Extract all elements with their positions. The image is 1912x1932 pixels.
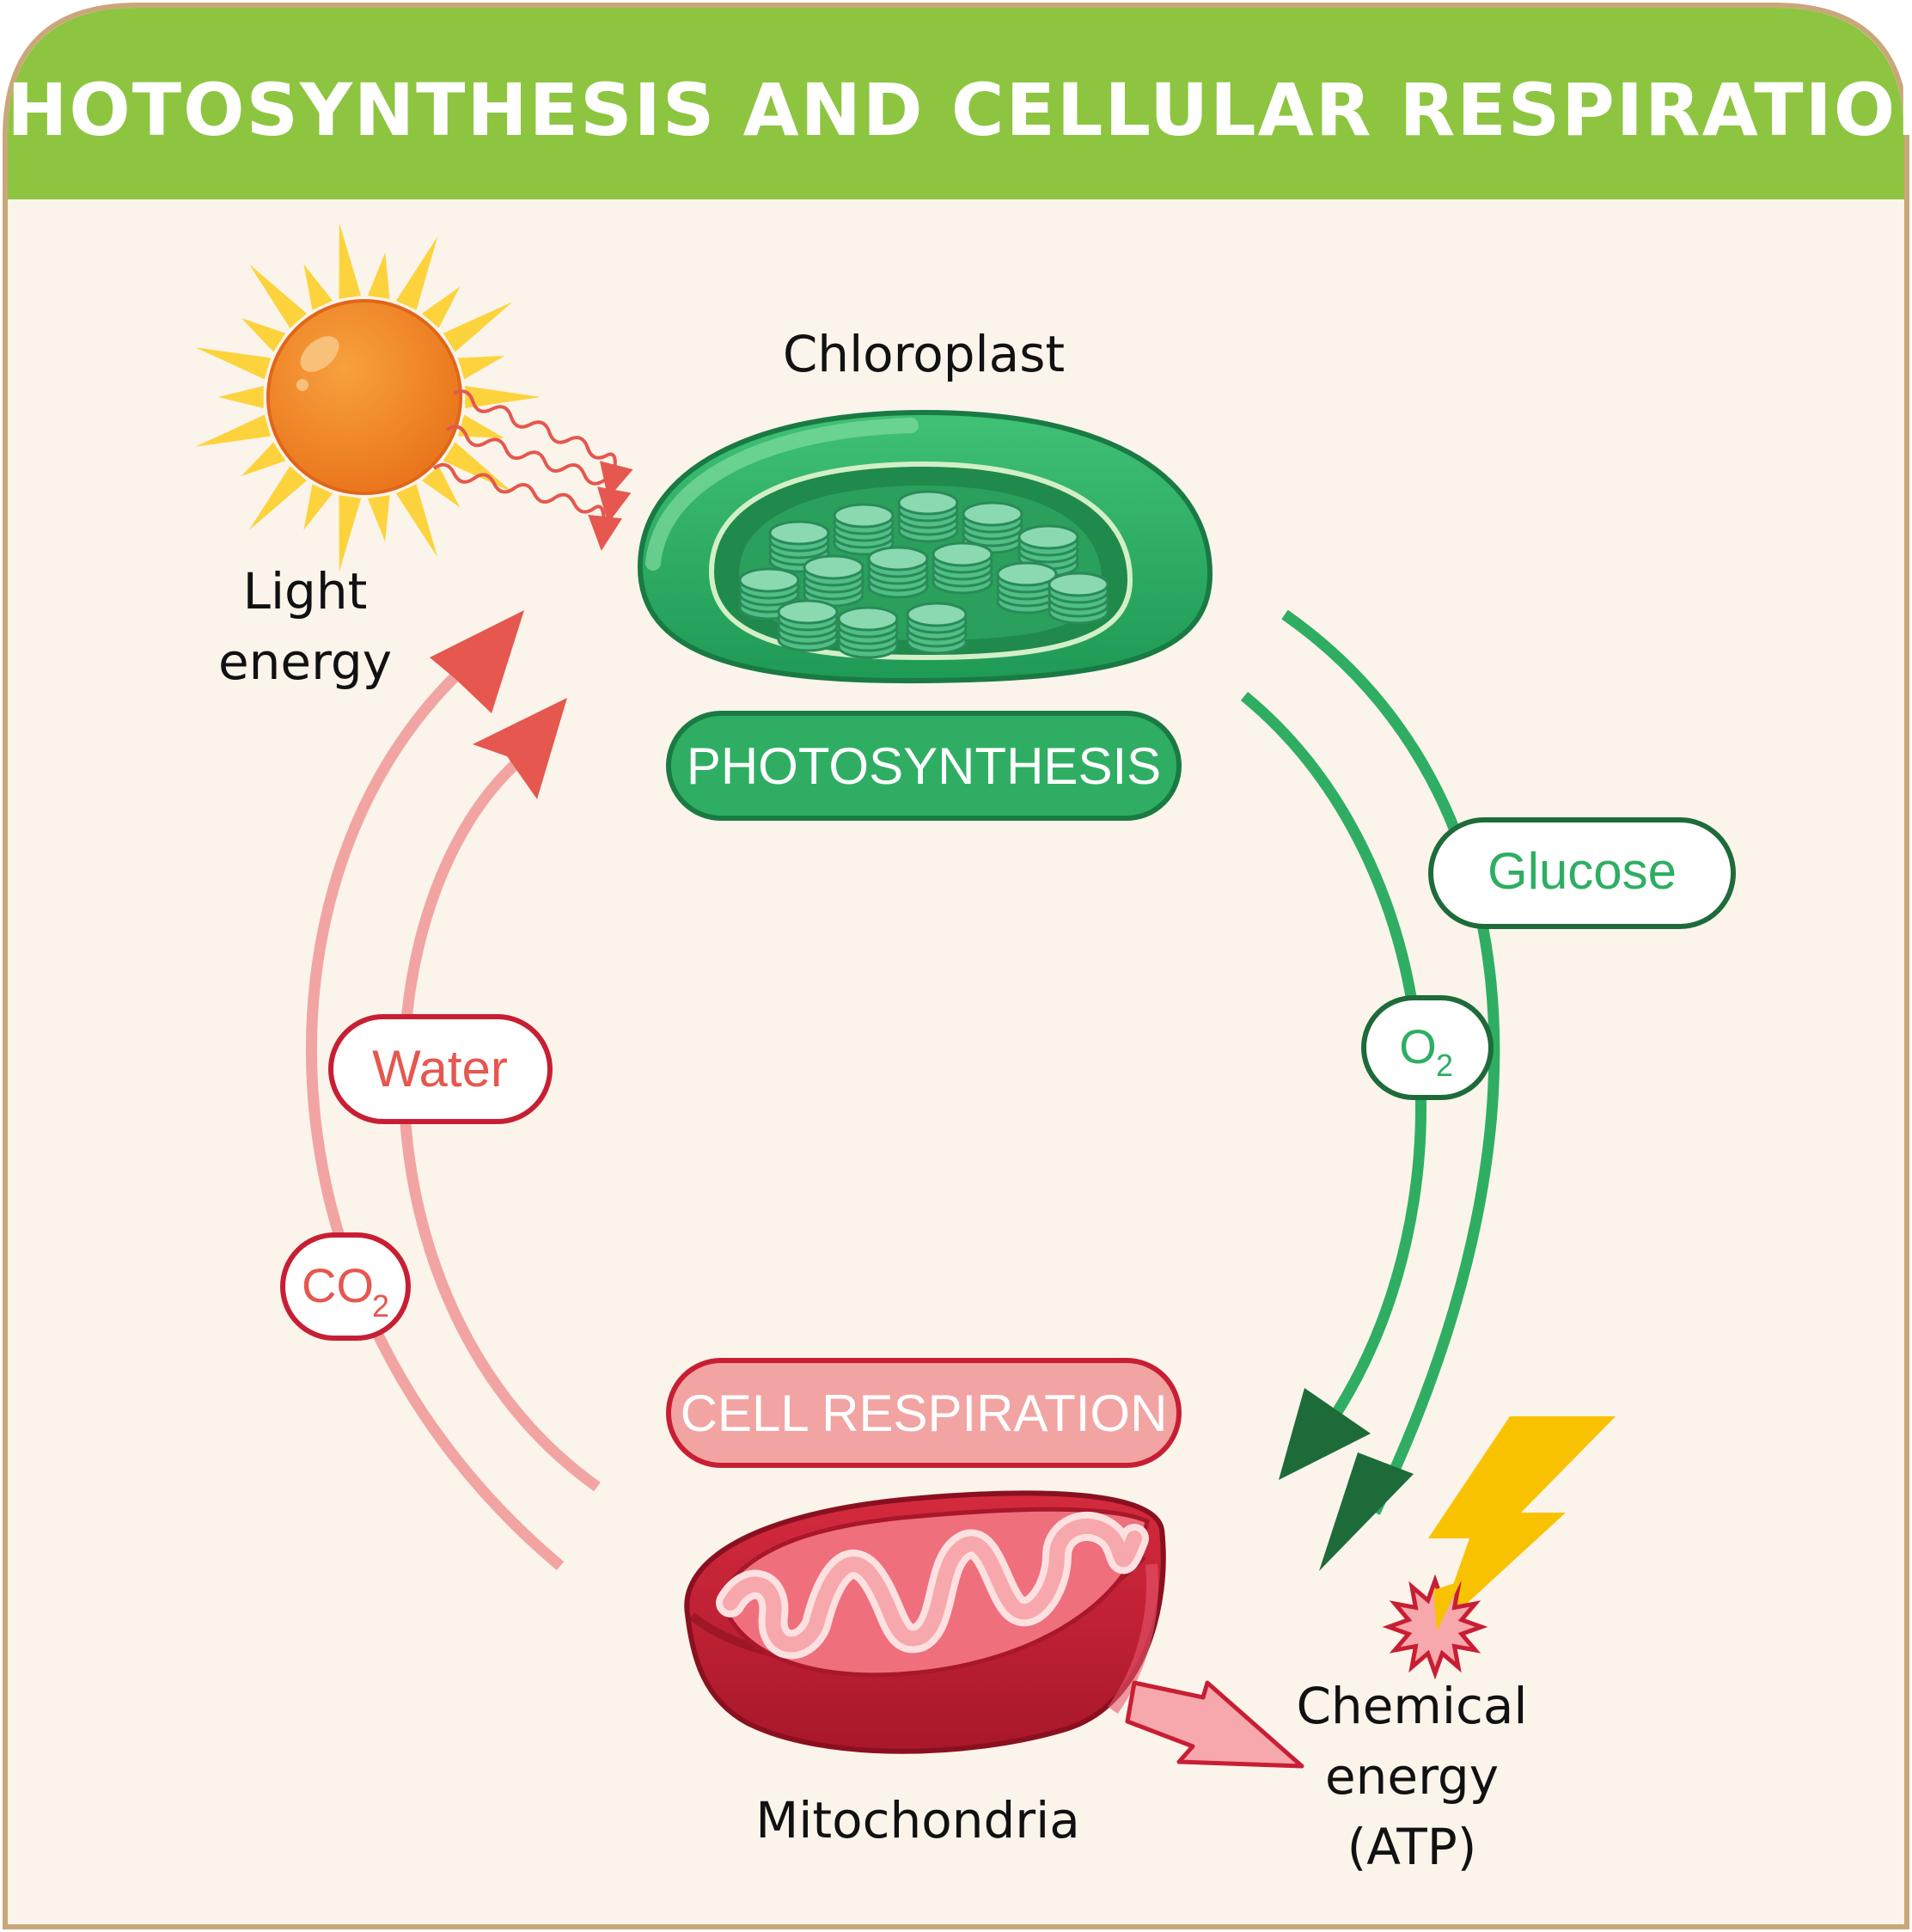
o2-subscript: 2 [1436, 1048, 1453, 1083]
glucose-label: Glucose [1487, 842, 1677, 900]
cell-respiration-label: CELL RESPIRATION [681, 1385, 1168, 1442]
light-ray [453, 389, 633, 498]
chemical-energy-label-line2: energy [1325, 1747, 1499, 1806]
light-energy-label-line2: energy [218, 633, 392, 691]
thylakoid-stack [906, 602, 968, 655]
co2-arrowhead [430, 610, 524, 713]
page-title: PHOTOSYNTHESIS AND CELLULAR RESPIRATION [0, 68, 1912, 152]
chemical-energy-label-line3: (ATP) [1347, 1818, 1477, 1876]
glucose-pill: Glucose [1428, 817, 1736, 929]
thylakoid-stack [833, 503, 895, 556]
o2-label: O [1399, 1019, 1437, 1073]
glucose-arrow [1281, 609, 1500, 1515]
atp-output-arrow [1125, 1680, 1304, 1769]
mitochondria-icon [684, 1490, 1166, 1754]
thylakoid-stack [738, 567, 800, 621]
chemical-energy-label-line1: Chemical [1296, 1677, 1527, 1735]
chloroplast-icon [637, 409, 1213, 684]
lightning-tip-icon [1433, 1581, 1461, 1631]
starburst-icon [1382, 1574, 1488, 1680]
light-ray [445, 425, 632, 524]
thylakoid-stack [996, 561, 1058, 614]
thylakoid-stack [867, 546, 929, 599]
co2-arrow [305, 657, 565, 1570]
light-ray [432, 462, 622, 551]
mitochondria-label: Mitochondria [755, 1791, 1080, 1849]
light-ray-arrows [432, 389, 633, 551]
thylakoid-stack [897, 490, 959, 543]
thylakoid-stack [932, 541, 993, 595]
thylakoid-stack [837, 606, 899, 659]
thylakoid-stack [962, 501, 1023, 554]
photosynthesis-label: PHOTOSYNTHESIS [687, 737, 1161, 795]
title-bar [8, 8, 1904, 199]
co2-pill: CO 2 [280, 1232, 411, 1341]
water-arrowhead [473, 698, 567, 799]
o2-arrowhead [1279, 1388, 1371, 1480]
thylakoid-stack [1048, 572, 1109, 625]
thylakoid-stack [1017, 524, 1079, 578]
thylakoid-stacks [738, 490, 1109, 659]
o2-pill: O 2 [1361, 995, 1494, 1100]
water-label: Water [372, 1040, 508, 1097]
thylakoid-stack [803, 554, 864, 608]
water-pill: Water [328, 1014, 553, 1124]
glucose-arrowhead [1319, 1452, 1414, 1571]
panel: PHOTOSYNTHESIS AND CELLULAR RESPIRATION [0, 3, 1912, 1929]
lightning-icon [1428, 1416, 1616, 1631]
sun-ray [195, 223, 541, 572]
co2-label: CO [302, 1258, 374, 1312]
co2-subscript: 2 [372, 1288, 389, 1324]
sun-icon [195, 223, 541, 572]
cell-respiration-pill: CELL RESPIRATION [666, 1358, 1182, 1468]
chloroplast-label: Chloroplast [783, 325, 1065, 383]
light-energy-label-line1: Light [243, 562, 368, 621]
thylakoid-stack [777, 599, 839, 652]
photosynthesis-pill: PHOTOSYNTHESIS [666, 711, 1182, 821]
